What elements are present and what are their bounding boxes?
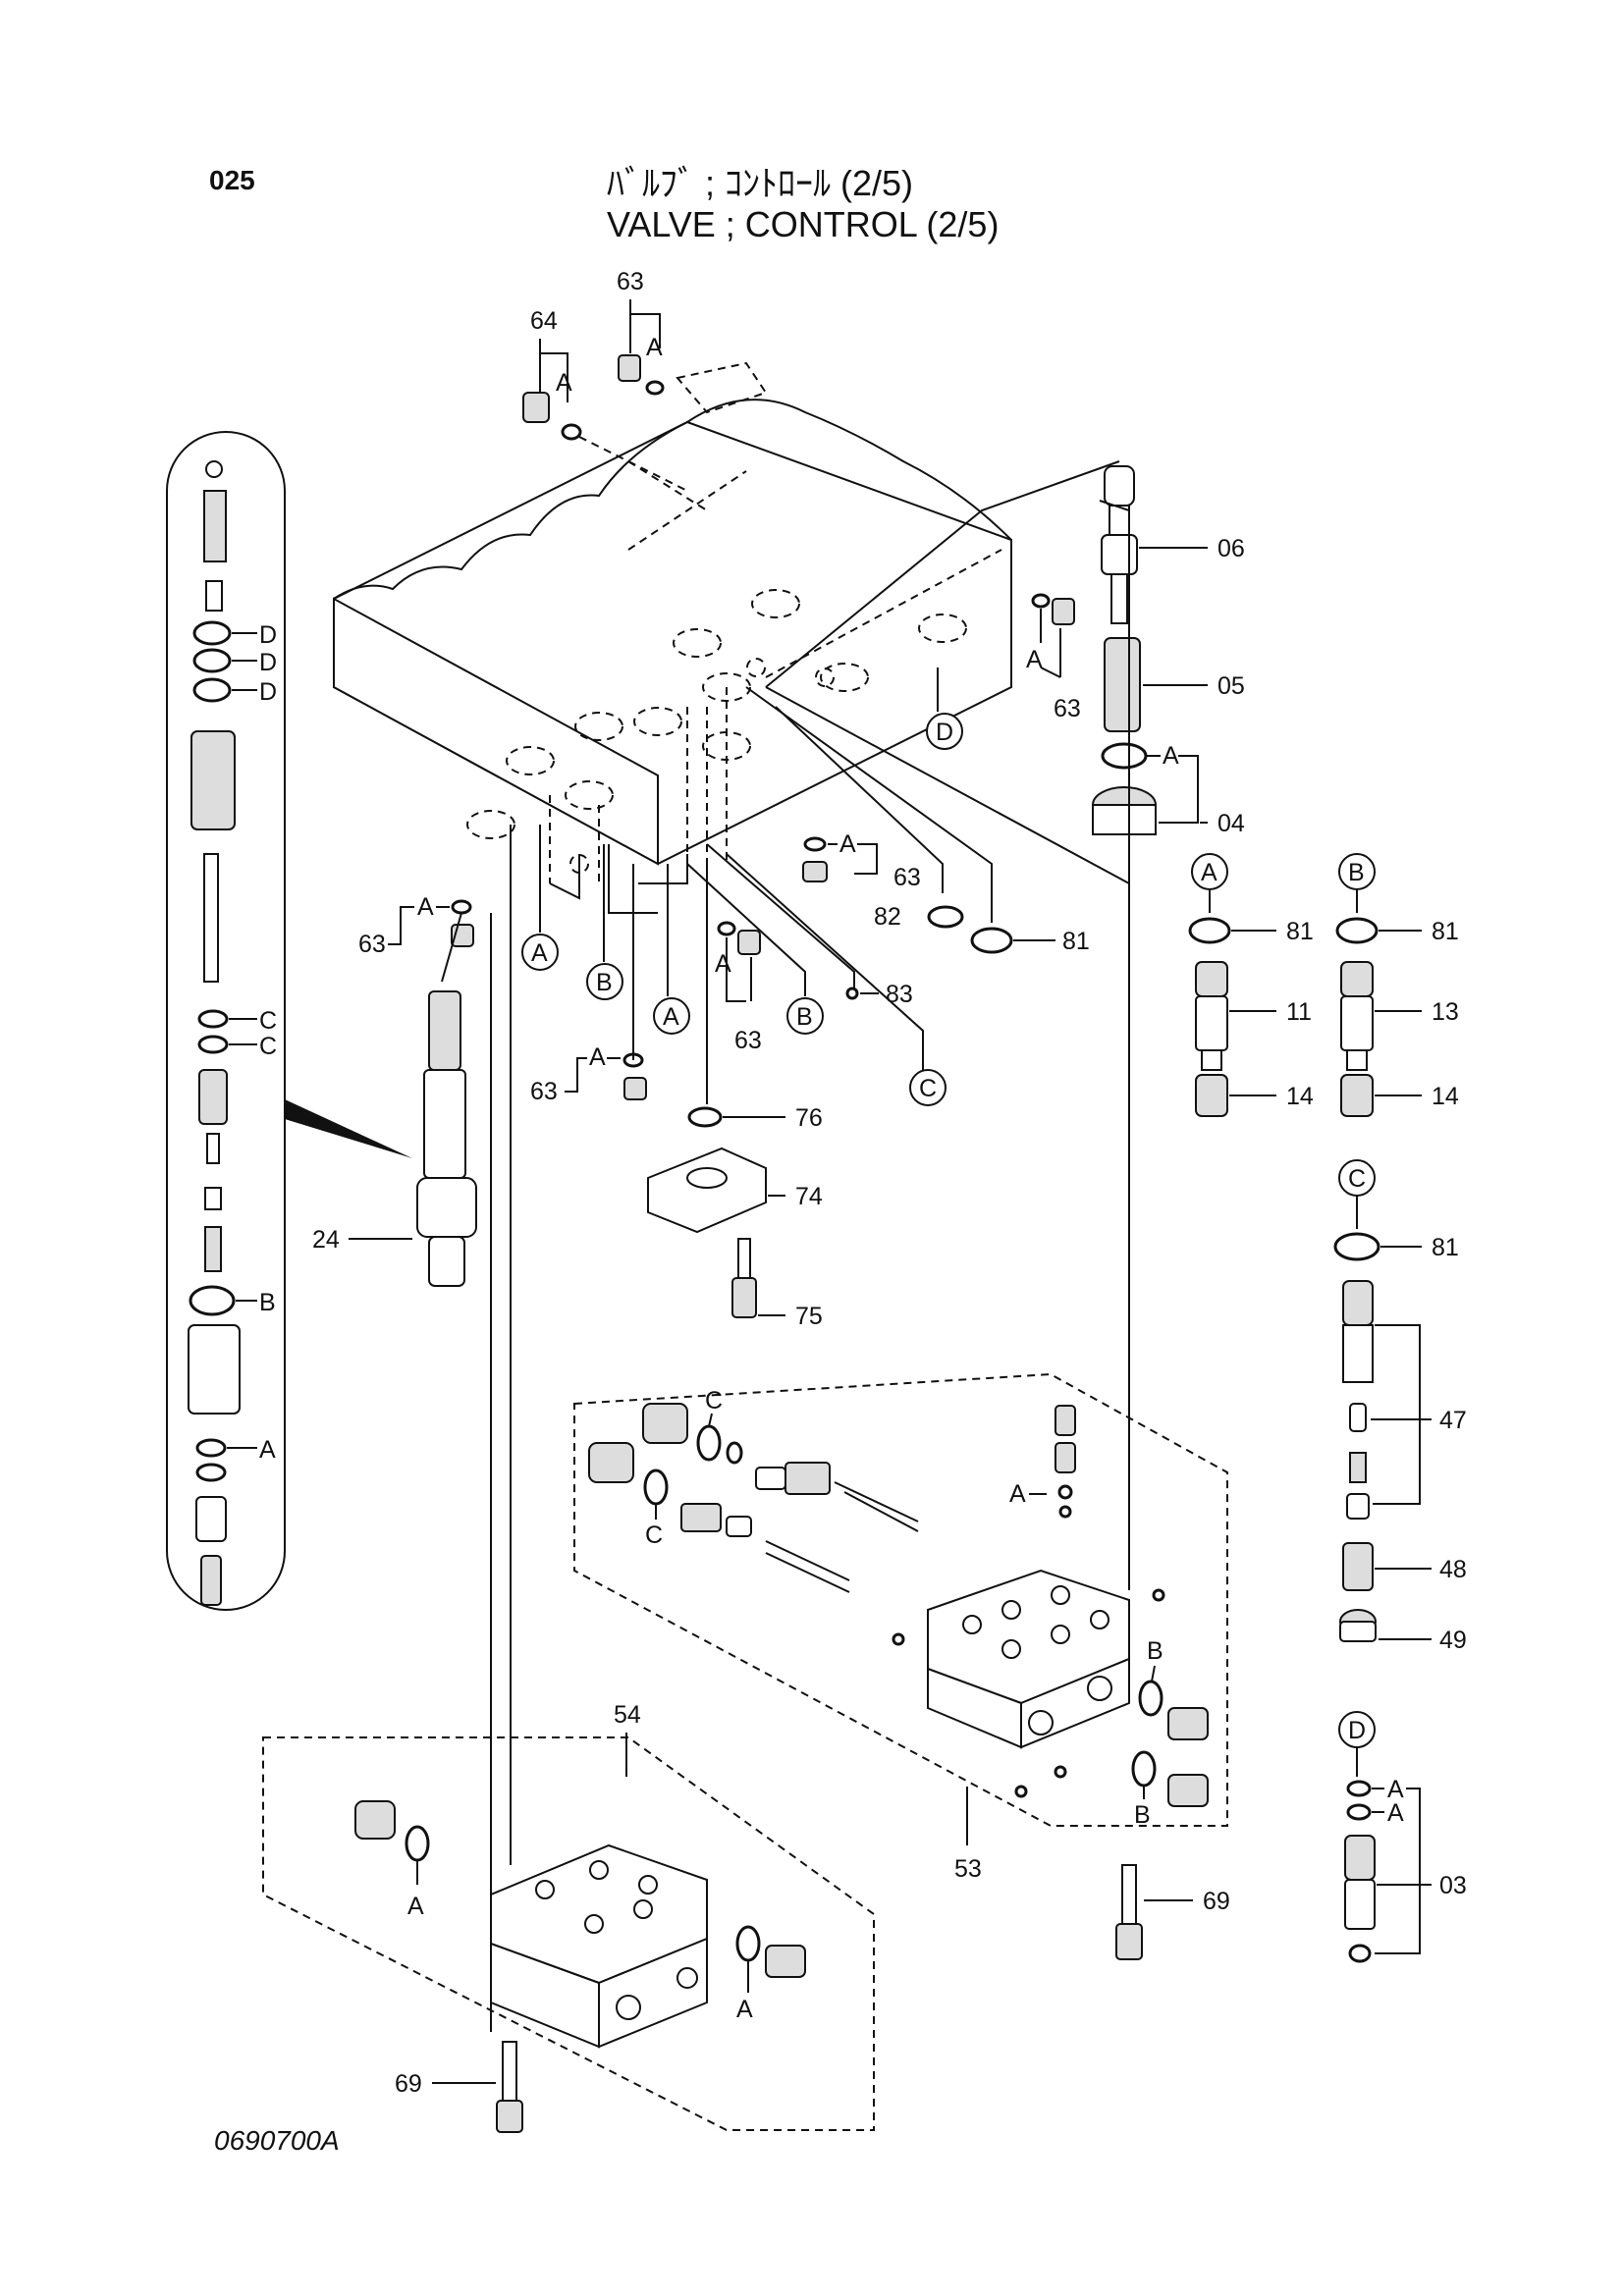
page-number: 025 — [209, 165, 255, 195]
left-seals: A 63 A B A A 63 A 63 — [358, 825, 762, 1105]
label-04: 04 — [1217, 810, 1245, 837]
label-82: 82 — [874, 903, 901, 931]
callout-b-mid: B — [796, 1003, 813, 1031]
label-81-c: 81 — [1432, 1234, 1459, 1261]
detail-label-b: B — [259, 1289, 276, 1316]
label-05: 05 — [1217, 672, 1245, 700]
label-03: 03 — [1439, 1872, 1467, 1899]
label-14-b: 14 — [1432, 1083, 1459, 1110]
label-a-l63: A — [417, 893, 434, 921]
callout-d-body: D — [936, 719, 953, 746]
callout-a-mid: A — [663, 1003, 679, 1031]
label-a-04: A — [1163, 742, 1179, 770]
callout-b-right: B — [1348, 859, 1365, 886]
label-a-64: A — [556, 369, 572, 397]
right-column-c: C 81 47 48 49 — [1333, 1159, 1467, 1654]
label-c-53a: C — [705, 1387, 723, 1415]
label-63-left: 63 — [358, 931, 386, 958]
detail-label-d1: D — [259, 621, 277, 649]
label-a-53: A — [1009, 1480, 1026, 1508]
label-48: 48 — [1439, 1556, 1467, 1583]
cover-74-group: 76 74 75 — [647, 864, 823, 1330]
label-49: 49 — [1439, 1627, 1467, 1654]
label-a-d1: A — [1387, 1776, 1404, 1803]
label-a-lc63: A — [589, 1043, 606, 1071]
right-column-ab: A 81 11 14 B 81 13 14 — [1188, 853, 1459, 1117]
label-63-c: 63 — [734, 1027, 762, 1054]
label-24: 24 — [312, 1226, 340, 1254]
label-83: 83 — [886, 981, 913, 1008]
label-47: 47 — [1439, 1407, 1467, 1434]
callout-a-left: A — [531, 939, 548, 967]
label-53: 53 — [954, 1855, 982, 1883]
label-75: 75 — [795, 1303, 823, 1330]
label-a-mid63: A — [839, 830, 856, 858]
label-13: 13 — [1432, 998, 1459, 1026]
figure-code: 0690700A — [214, 2125, 340, 2156]
top-plugs: 63 A 64 A — [522, 268, 688, 492]
label-14-a: 14 — [1286, 1083, 1314, 1110]
label-c-53b: C — [645, 1522, 663, 1549]
label-a-c63: A — [715, 950, 731, 978]
label-69-left: 69 — [395, 2070, 422, 2098]
callout-d-right: D — [1348, 1717, 1366, 1744]
callout-c-right: C — [1348, 1165, 1366, 1193]
label-74: 74 — [795, 1183, 823, 1210]
valve-body — [333, 361, 1012, 914]
right-column-d: D A A 03 — [1338, 1711, 1467, 1963]
label-a-d2: A — [1387, 1799, 1404, 1827]
detail-label-d3: D — [259, 678, 277, 706]
label-81-a: 81 — [1286, 918, 1314, 945]
detail-label-d2: D — [259, 649, 277, 676]
detail-label-a: A — [259, 1436, 276, 1464]
label-54: 54 — [614, 1701, 641, 1729]
title-japanese: ﾊﾞﾙﾌﾞ ; ｺﾝﾄﾛｰﾙ (2/5) — [607, 163, 914, 203]
label-64: 64 — [530, 307, 558, 335]
middle-seals: A 63 82 81 83 C B — [686, 686, 1090, 1106]
label-63-lc: 63 — [530, 1078, 558, 1105]
label-a-top63: A — [646, 334, 663, 361]
label-76: 76 — [795, 1104, 823, 1132]
detail-label-c2: C — [259, 1033, 277, 1060]
label-06: 06 — [1217, 535, 1245, 562]
title-english: VALVE ; CONTROL (2/5) — [607, 204, 1000, 244]
label-11: 11 — [1286, 998, 1312, 1026]
callout-c-body: C — [919, 1075, 937, 1102]
assembly-54: 54 A A 69 — [262, 825, 875, 2133]
detail-label-c1: C — [259, 1007, 277, 1035]
label-63-mid: 63 — [893, 864, 921, 891]
label-63-right: 63 — [1054, 695, 1081, 722]
detail-capsule: D D D C C B A — [166, 431, 412, 1611]
label-81-b: 81 — [1432, 918, 1459, 945]
label-69-right: 69 — [1203, 1888, 1230, 1915]
callout-a-right: A — [1201, 859, 1217, 886]
assembly-53: C C A — [573, 500, 1230, 1960]
label-63-top: 63 — [617, 268, 644, 295]
cartridge-24: 24 — [312, 912, 477, 1287]
label-b-53b: B — [1134, 1801, 1151, 1829]
label-a-54a: A — [407, 1893, 424, 1920]
label-81-mid: 81 — [1062, 928, 1090, 955]
label-b-53a: B — [1147, 1637, 1163, 1665]
callout-b-left: B — [596, 969, 613, 996]
label-a-r63: A — [1026, 646, 1043, 673]
spool-06-group: 06 05 A 04 A 63 D — [765, 460, 1245, 837]
label-a-54b: A — [736, 1996, 753, 2023]
